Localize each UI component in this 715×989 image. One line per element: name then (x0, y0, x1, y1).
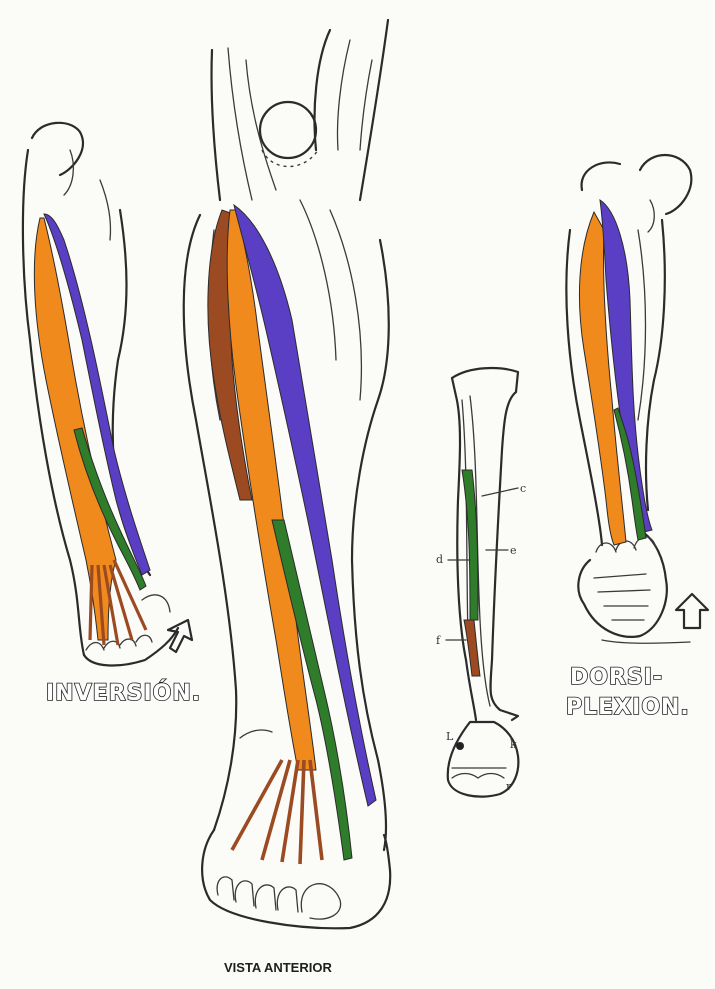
dorsiflexion-leg (566, 155, 708, 643)
dorsiflexion-arrow-icon (676, 594, 708, 628)
bone-letter-c: c (520, 482, 526, 495)
inversion-leg (23, 123, 192, 666)
bone-letter-l: L (446, 730, 454, 743)
bone-letter-e: e (510, 544, 517, 557)
bone-letter-f: f (436, 634, 441, 647)
dorsiflexion-label-line2: PLEXION. (566, 695, 690, 720)
dorsiflexion-label-line1: DORSI- (570, 665, 663, 690)
patella (260, 102, 316, 158)
bone-diagram: c d e f L k r (436, 368, 526, 797)
anterior-tendons (232, 760, 322, 864)
bone-letter-d: d (436, 553, 443, 566)
vista-anterior-caption: VISTA ANTERIOR (224, 960, 332, 975)
anterior-leg (184, 20, 390, 928)
inversion-label: INVERSIÓN. (46, 680, 201, 706)
bone-letter-k: k (510, 738, 517, 751)
bone-letter-r: r (506, 780, 512, 793)
